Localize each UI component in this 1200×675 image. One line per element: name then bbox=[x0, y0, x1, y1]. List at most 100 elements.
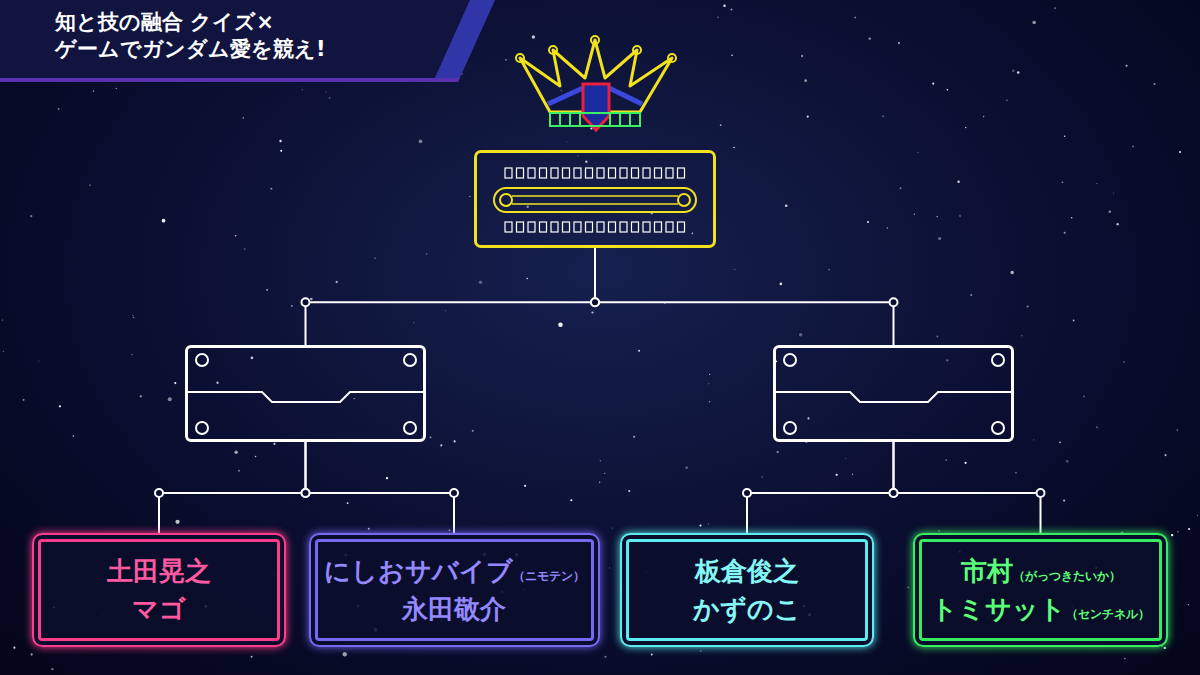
final-capsule bbox=[494, 188, 696, 212]
star bbox=[51, 668, 53, 670]
star bbox=[733, 147, 734, 148]
star bbox=[175, 520, 179, 524]
star bbox=[133, 317, 135, 319]
star bbox=[591, 311, 593, 313]
star bbox=[709, 374, 710, 375]
star bbox=[566, 142, 567, 143]
star bbox=[30, 215, 32, 217]
star bbox=[965, 127, 966, 128]
star bbox=[140, 395, 142, 397]
star bbox=[132, 315, 133, 316]
star bbox=[700, 650, 702, 652]
player-name: 土田晃之 bbox=[107, 555, 211, 588]
star bbox=[780, 283, 783, 286]
star bbox=[448, 529, 450, 531]
star bbox=[945, 459, 947, 461]
junction-dot bbox=[302, 489, 310, 497]
star bbox=[561, 90, 562, 91]
star bbox=[1132, 146, 1134, 148]
semifinal-box bbox=[185, 345, 426, 442]
junction-dot bbox=[591, 298, 599, 306]
player-box: 市村（がっつきたいか）トミサット（センチネル） bbox=[913, 533, 1168, 647]
star bbox=[938, 530, 940, 532]
star bbox=[1015, 472, 1017, 474]
star bbox=[216, 382, 218, 384]
star bbox=[828, 269, 829, 270]
star bbox=[430, 437, 432, 439]
star bbox=[291, 305, 292, 306]
star bbox=[242, 117, 244, 119]
junction-dot bbox=[890, 298, 898, 306]
player-box: 板倉俊之かずのこ bbox=[620, 533, 874, 647]
star bbox=[244, 248, 246, 250]
star bbox=[343, 652, 347, 656]
star bbox=[3, 351, 5, 353]
junction-dot bbox=[450, 489, 458, 497]
star bbox=[600, 460, 601, 461]
star bbox=[326, 91, 327, 92]
star bbox=[354, 398, 355, 399]
star bbox=[310, 298, 313, 301]
star bbox=[959, 215, 961, 217]
star bbox=[708, 383, 709, 384]
star bbox=[251, 656, 253, 658]
star bbox=[1154, 83, 1156, 85]
star bbox=[270, 188, 272, 190]
star bbox=[426, 253, 428, 255]
star bbox=[807, 417, 809, 419]
star bbox=[1062, 181, 1064, 183]
star bbox=[279, 140, 281, 142]
star bbox=[1033, 439, 1034, 440]
star bbox=[918, 152, 919, 153]
star bbox=[131, 354, 132, 355]
bracket-line bbox=[306, 442, 455, 533]
star bbox=[720, 124, 722, 126]
star bbox=[609, 567, 610, 568]
star bbox=[638, 350, 640, 352]
star bbox=[162, 219, 166, 223]
star bbox=[899, 187, 901, 189]
player-name: 永田敬介 bbox=[402, 593, 506, 626]
star bbox=[835, 474, 837, 476]
star bbox=[526, 206, 528, 208]
heading: 知と技の融合 クイズ×ゲームでガンダム愛を競え! bbox=[55, 9, 475, 64]
star bbox=[936, 216, 938, 218]
star bbox=[1066, 460, 1068, 462]
star bbox=[723, 5, 725, 7]
player-box: 土田晃之マゴ bbox=[32, 533, 286, 647]
star bbox=[1188, 604, 1189, 605]
star bbox=[570, 499, 572, 501]
star bbox=[685, 467, 687, 469]
star bbox=[1124, 658, 1126, 660]
star bbox=[1126, 65, 1128, 67]
star bbox=[932, 83, 934, 85]
junction-dot bbox=[591, 298, 599, 306]
player-name: マゴ bbox=[132, 593, 186, 626]
star bbox=[1073, 320, 1075, 322]
star bbox=[23, 399, 25, 401]
final-box bbox=[474, 150, 716, 248]
star bbox=[440, 444, 442, 446]
bracket-line bbox=[159, 442, 306, 533]
star bbox=[1021, 335, 1022, 336]
star bbox=[699, 524, 701, 526]
star bbox=[709, 401, 711, 403]
star bbox=[845, 458, 846, 459]
junction-dot bbox=[302, 298, 310, 306]
star bbox=[1197, 515, 1198, 516]
star bbox=[628, 490, 630, 492]
star bbox=[472, 430, 474, 432]
star bbox=[762, 476, 763, 477]
star bbox=[898, 42, 900, 44]
star bbox=[1006, 100, 1007, 101]
star bbox=[1064, 232, 1066, 234]
star bbox=[970, 294, 972, 296]
star bbox=[374, 257, 376, 259]
star bbox=[336, 281, 338, 283]
star bbox=[524, 485, 526, 487]
star bbox=[1109, 210, 1111, 212]
star bbox=[730, 9, 732, 11]
star bbox=[907, 587, 909, 589]
star bbox=[936, 336, 938, 338]
junction-dot bbox=[890, 489, 898, 497]
